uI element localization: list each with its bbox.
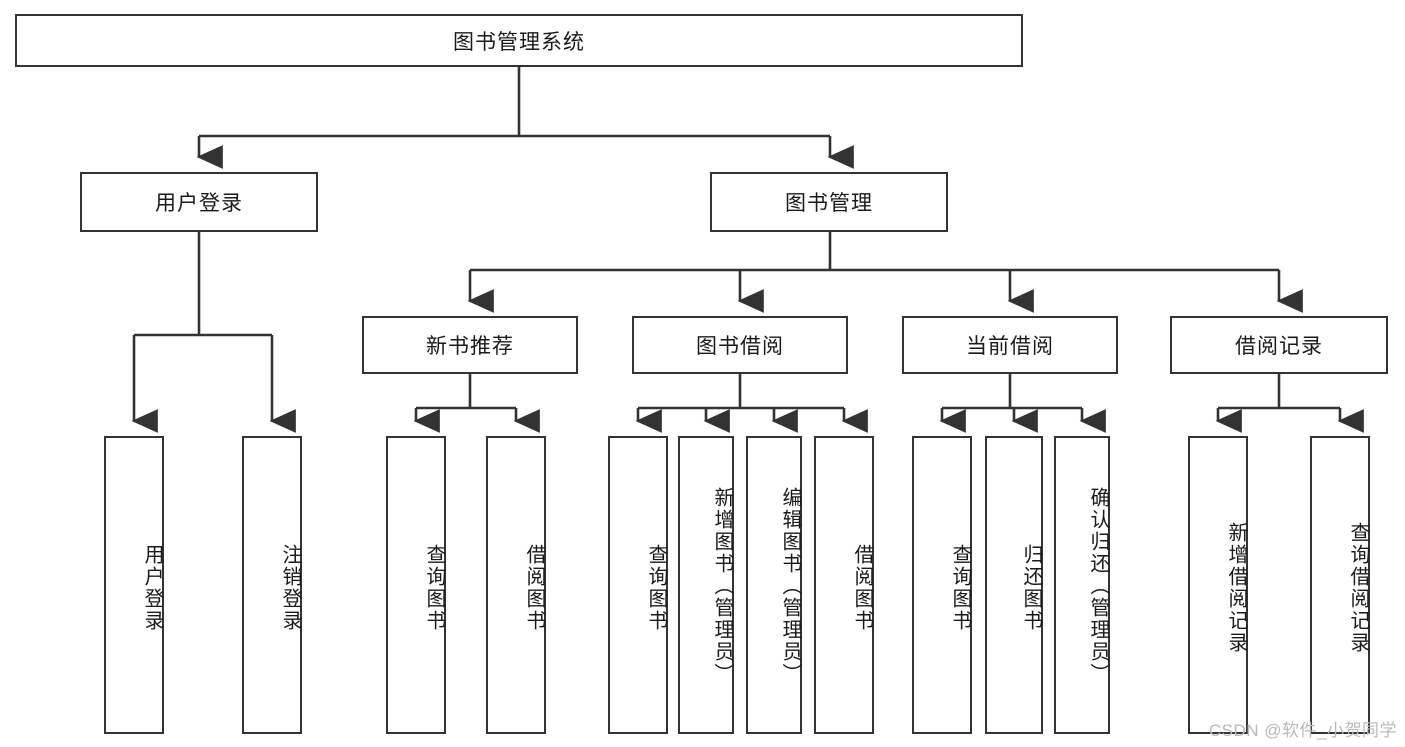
node-leaf-query-book-3[interactable]: 查询图书 xyxy=(912,436,972,734)
node-new-book-recommend[interactable]: 新书推荐 xyxy=(362,316,578,374)
node-leaf-query-book-2-label: 查询图书 xyxy=(645,544,667,632)
node-leaf-confirm-return-label: 确认归还（管理员） xyxy=(1087,487,1109,685)
node-current-borrow-label: 当前借阅 xyxy=(966,335,1054,358)
node-leaf-query-book-1-label: 查询图书 xyxy=(423,544,445,632)
node-borrow-record-label: 借阅记录 xyxy=(1235,335,1323,358)
node-leaf-add-record-label: 新增借阅记录 xyxy=(1225,522,1247,654)
node-leaf-borrow-book-2-label: 借阅图书 xyxy=(851,544,873,632)
node-new-book-recommend-label: 新书推荐 xyxy=(426,335,514,358)
node-leaf-edit-book[interactable]: 编辑图书（管理员） xyxy=(746,436,802,734)
node-leaf-borrow-book-1[interactable]: 借阅图书 xyxy=(486,436,546,734)
node-leaf-query-record[interactable]: 查询借阅记录 xyxy=(1310,436,1370,734)
node-leaf-logout[interactable]: 注销登录 xyxy=(242,436,302,734)
node-book-borrow-label: 图书借阅 xyxy=(696,335,784,358)
node-leaf-logout-label: 注销登录 xyxy=(279,544,301,632)
node-leaf-borrow-book-1-label: 借阅图书 xyxy=(523,544,545,632)
node-leaf-add-record[interactable]: 新增借阅记录 xyxy=(1188,436,1248,734)
node-root-label: 图书管理系统 xyxy=(453,30,585,54)
node-leaf-edit-book-label: 编辑图书（管理员） xyxy=(779,487,801,685)
node-leaf-query-book-2[interactable]: 查询图书 xyxy=(608,436,668,734)
node-leaf-add-book[interactable]: 新增图书（管理员） xyxy=(678,436,734,734)
node-leaf-borrow-book-2[interactable]: 借阅图书 xyxy=(814,436,874,734)
node-leaf-user-login[interactable]: 用户登录 xyxy=(104,436,164,734)
watermark: CSDN @软件_小贺同学 xyxy=(1208,721,1397,740)
node-book-manage-label: 图书管理 xyxy=(785,192,873,215)
node-leaf-add-book-label: 新增图书（管理员） xyxy=(711,487,733,685)
node-leaf-query-record-label: 查询借阅记录 xyxy=(1347,522,1369,654)
node-leaf-query-book-1[interactable]: 查询图书 xyxy=(386,436,446,734)
node-leaf-query-book-3-label: 查询图书 xyxy=(949,544,971,632)
node-user-login-label: 用户登录 xyxy=(155,192,243,215)
node-book-manage[interactable]: 图书管理 xyxy=(710,172,948,232)
node-user-login[interactable]: 用户登录 xyxy=(80,172,318,232)
node-current-borrow[interactable]: 当前借阅 xyxy=(902,316,1118,374)
node-leaf-return-book-label: 归还图书 xyxy=(1020,544,1042,632)
node-leaf-user-login-label: 用户登录 xyxy=(141,544,163,632)
node-root[interactable]: 图书管理系统 xyxy=(15,14,1023,67)
node-book-borrow[interactable]: 图书借阅 xyxy=(632,316,848,374)
node-borrow-record[interactable]: 借阅记录 xyxy=(1170,316,1388,374)
node-leaf-return-book[interactable]: 归还图书 xyxy=(985,436,1043,734)
node-leaf-confirm-return[interactable]: 确认归还（管理员） xyxy=(1054,436,1110,734)
